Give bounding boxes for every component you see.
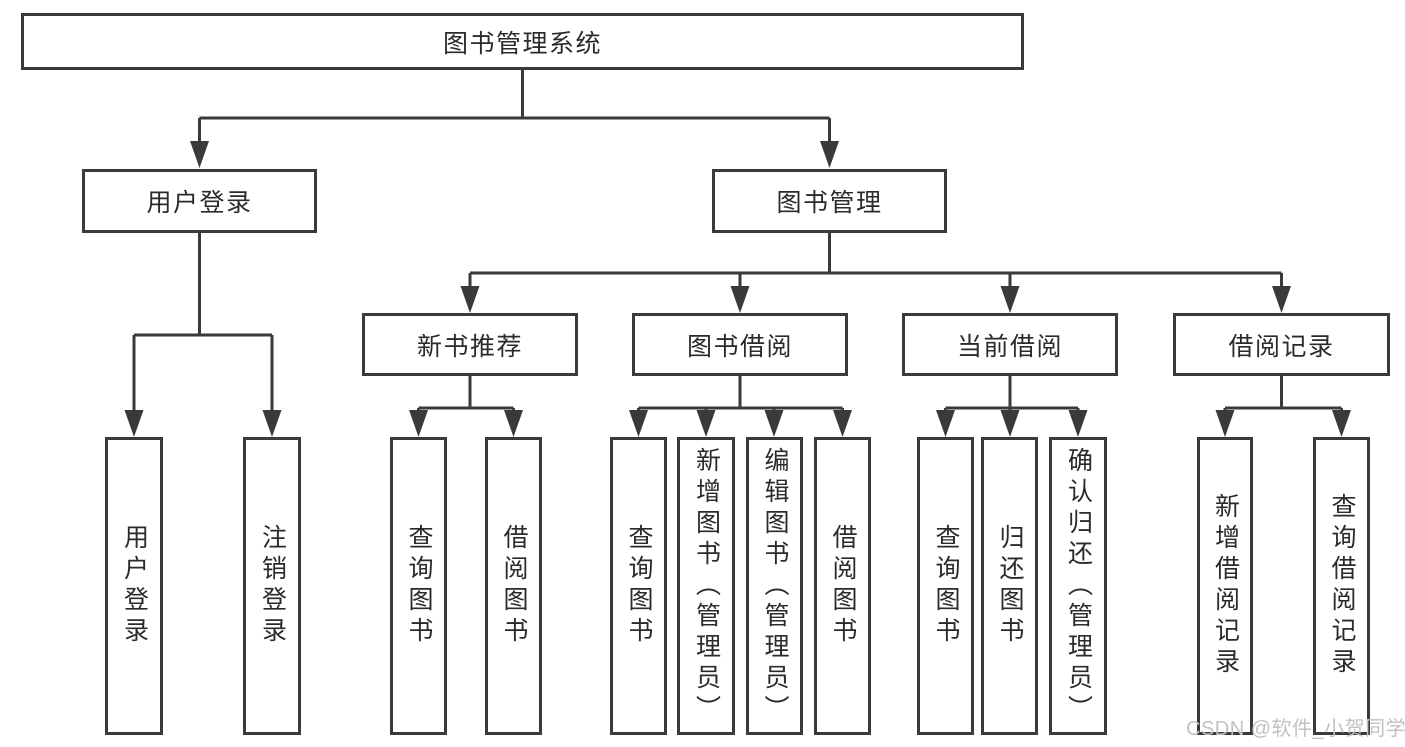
- node-label: 归还图书: [996, 524, 1024, 648]
- node-label: 查询借阅记录: [1328, 493, 1356, 679]
- arrow-down-icon: [1068, 410, 1088, 437]
- node-label: 借阅图书: [500, 524, 528, 648]
- node-label: 注销登录: [258, 524, 287, 648]
- arrow-down-icon: [409, 410, 428, 437]
- connector-current-to-leaves: [944, 376, 1080, 412]
- leaf-query-books-2: 查询图书: [610, 437, 667, 735]
- arrow-down-icon: [1272, 286, 1291, 313]
- connector-records-to-leaves: [1223, 376, 1343, 412]
- node-user-login-branch: 用户登录: [82, 169, 317, 233]
- node-label: 用户登录: [120, 524, 149, 648]
- connector-root-to-level2: [198, 69, 831, 145]
- leaf-borrow-books-2: 借阅图书: [814, 437, 871, 735]
- arrow-down-icon: [1000, 286, 1020, 313]
- node-label: 编辑图书（管理员）: [761, 446, 789, 726]
- node-label: 用户登录: [146, 189, 253, 217]
- leaf-edit-books-admin: 编辑图书（管理员）: [746, 437, 803, 735]
- node-label: 查询图书: [405, 524, 433, 648]
- arrow-down-icon: [764, 410, 784, 437]
- csdn-watermark: CSDN @软件_小贺同学: [1186, 718, 1405, 740]
- node-root-system: 图书管理系统: [21, 13, 1024, 70]
- node-label: 查询图书: [932, 524, 960, 648]
- leaf-query-books-1: 查询图书: [390, 437, 447, 735]
- leaf-query-borrow-record: 查询借阅记录: [1313, 437, 1370, 735]
- leaf-confirm-return-admin: 确认归还（管理员）: [1049, 437, 1107, 735]
- node-book-management: 图书管理: [712, 169, 947, 233]
- node-current-borrowing: 当前借阅: [902, 313, 1118, 376]
- leaf-borrow-books-1: 借阅图书: [485, 437, 542, 735]
- arrow-down-icon: [190, 141, 209, 168]
- connector-borrowing-to-leaves: [637, 376, 844, 412]
- connector-new-books-to-leaves: [417, 376, 515, 412]
- node-label: 当前借阅: [956, 332, 1063, 361]
- node-label: 新增图书（管理员）: [692, 446, 721, 726]
- arrow-down-icon: [696, 410, 716, 437]
- node-label: 图书借阅: [686, 332, 793, 361]
- node-book-borrowing: 图书借阅: [632, 313, 848, 376]
- leaf-add-books-admin: 新增图书（管理员）: [677, 437, 735, 735]
- node-label: 借阅图书: [829, 524, 857, 648]
- leaf-logout: 注销登录: [243, 437, 301, 735]
- connector-user-login-to-leaves: [132, 233, 274, 412]
- node-label: 图书管理系统: [442, 29, 602, 58]
- arrow-down-icon: [629, 410, 648, 437]
- arrow-down-icon: [1332, 410, 1351, 437]
- node-label: 新书推荐: [416, 332, 523, 361]
- arrow-down-icon: [820, 141, 839, 168]
- arrow-down-icon: [936, 410, 955, 437]
- leaf-add-borrow-record: 新增借阅记录: [1197, 437, 1253, 735]
- node-borrowing-records: 借阅记录: [1173, 313, 1390, 376]
- arrow-down-icon: [1215, 410, 1235, 437]
- leaf-query-books-3: 查询图书: [917, 437, 974, 735]
- node-new-book-recommendation: 新书推荐: [362, 313, 578, 376]
- arrow-down-icon: [124, 410, 144, 437]
- node-label: 图书管理: [776, 189, 883, 217]
- arrow-down-icon: [460, 286, 480, 313]
- arrow-down-icon: [262, 410, 282, 437]
- node-label: 查询图书: [625, 524, 653, 648]
- node-label: 借阅记录: [1228, 332, 1335, 361]
- leaf-return-books: 归还图书: [981, 437, 1038, 735]
- node-label: 新增借阅记录: [1211, 493, 1240, 679]
- node-label: 确认归还（管理员）: [1064, 446, 1093, 726]
- arrowheads: [124, 141, 1351, 437]
- arrow-down-icon: [504, 410, 523, 437]
- arrow-down-icon: [730, 286, 750, 313]
- arrow-down-icon: [1000, 410, 1020, 437]
- connector-book-mgmt-to-level3: [468, 233, 1283, 290]
- arrow-down-icon: [833, 410, 852, 437]
- leaf-user-login: 用户登录: [105, 437, 163, 735]
